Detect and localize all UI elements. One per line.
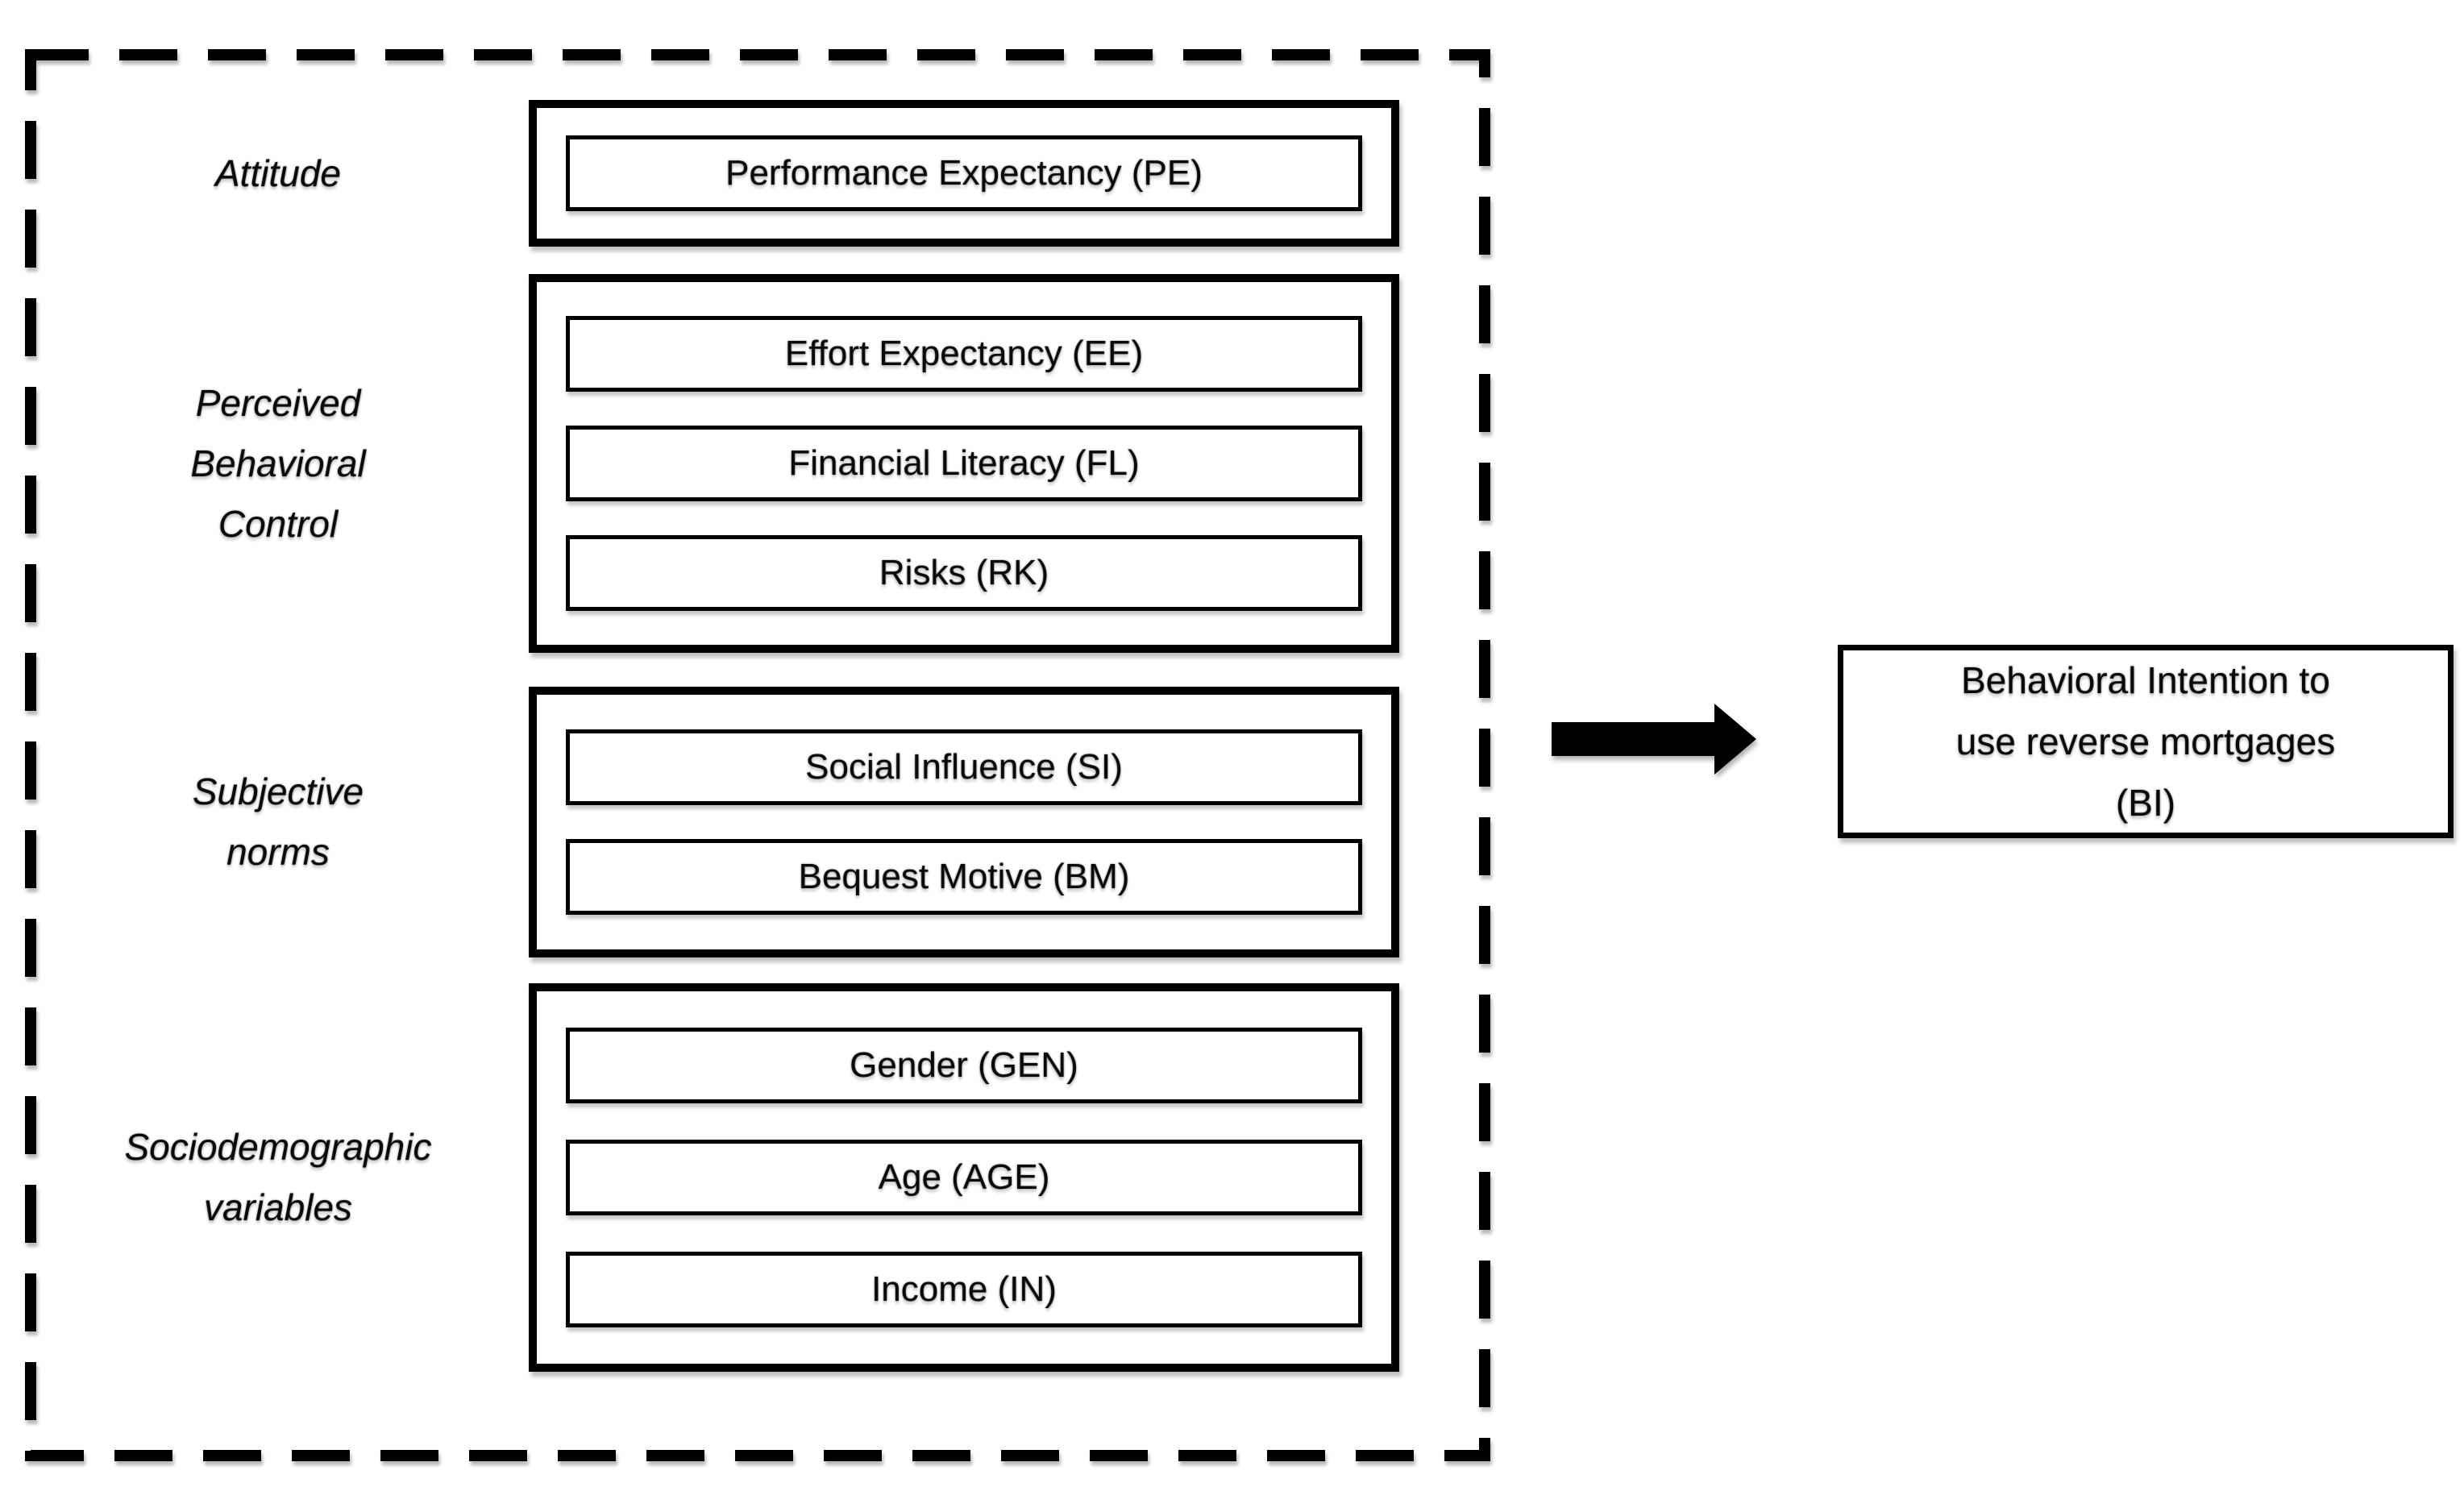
item-box-performance-expectancy: Performance Expectancy (PE) bbox=[566, 135, 1362, 211]
group-label-sociodemographic-variables: Sociodemographic variables bbox=[32, 983, 524, 1372]
sociodemographic-label-text: Sociodemographic variables bbox=[124, 1126, 432, 1228]
item-box-income: Income (IN) bbox=[566, 1252, 1362, 1327]
financial-literacy-text: Financial Literacy (FL) bbox=[788, 443, 1140, 483]
item-box-social-influence: Social Influence (SI) bbox=[566, 729, 1362, 805]
effort-expectancy-text: Effort Expectancy (EE) bbox=[784, 334, 1144, 373]
group-box-attitude: Performance Expectancy (PE) bbox=[529, 100, 1399, 247]
social-influence-text: Social Influence (SI) bbox=[805, 746, 1123, 787]
item-box-effort-expectancy: Effort Expectancy (EE) bbox=[566, 316, 1362, 392]
right-arrow-icon bbox=[1552, 704, 1756, 775]
income-text: Income (IN) bbox=[871, 1269, 1057, 1309]
outcome-line-2: use reverse mortgages bbox=[1955, 721, 2336, 762]
group-box-subjective-norms: Social Influence (SI) Bequest Motive (BM… bbox=[529, 687, 1399, 957]
outcome-line-1: Behavioral Intention to bbox=[1961, 659, 2330, 701]
group-label-perceived-behavioral-control: Perceived Behavioral Control bbox=[32, 274, 524, 653]
item-box-bequest-motive: Bequest Motive (BM) bbox=[566, 839, 1362, 916]
item-box-age: Age (AGE) bbox=[566, 1140, 1362, 1215]
age-text: Age (AGE) bbox=[878, 1157, 1050, 1197]
group-label-attitude: Attitude bbox=[32, 100, 524, 247]
group-box-sociodemographic-variables: Gender (GEN) Age (AGE) Income (IN) bbox=[529, 983, 1399, 1372]
gender-text: Gender (GEN) bbox=[850, 1045, 1078, 1085]
group-box-perceived-behavioral-control: Effort Expectancy (EE) Financial Literac… bbox=[529, 274, 1399, 653]
attitude-label-text: Attitude bbox=[215, 152, 341, 194]
subjective-norms-label-text: Subjective norms bbox=[192, 770, 364, 873]
outcome-box-behavioral-intention: Behavioral Intention to use reverse mort… bbox=[1838, 645, 2454, 838]
performance-expectancy-text: Performance Expectancy (PE) bbox=[725, 153, 1203, 193]
item-box-financial-literacy: Financial Literacy (FL) bbox=[566, 426, 1362, 501]
group-label-subjective-norms: Subjective norms bbox=[32, 687, 524, 957]
outcome-line-3: (BI) bbox=[2115, 782, 2176, 824]
item-box-gender: Gender (GEN) bbox=[566, 1028, 1362, 1103]
bequest-motive-text: Bequest Motive (BM) bbox=[798, 857, 1130, 897]
item-box-risks: Risks (RK) bbox=[566, 535, 1362, 611]
risks-text: Risks (RK) bbox=[879, 553, 1049, 592]
pbc-label-text: Perceived Behavioral Control bbox=[190, 381, 366, 545]
